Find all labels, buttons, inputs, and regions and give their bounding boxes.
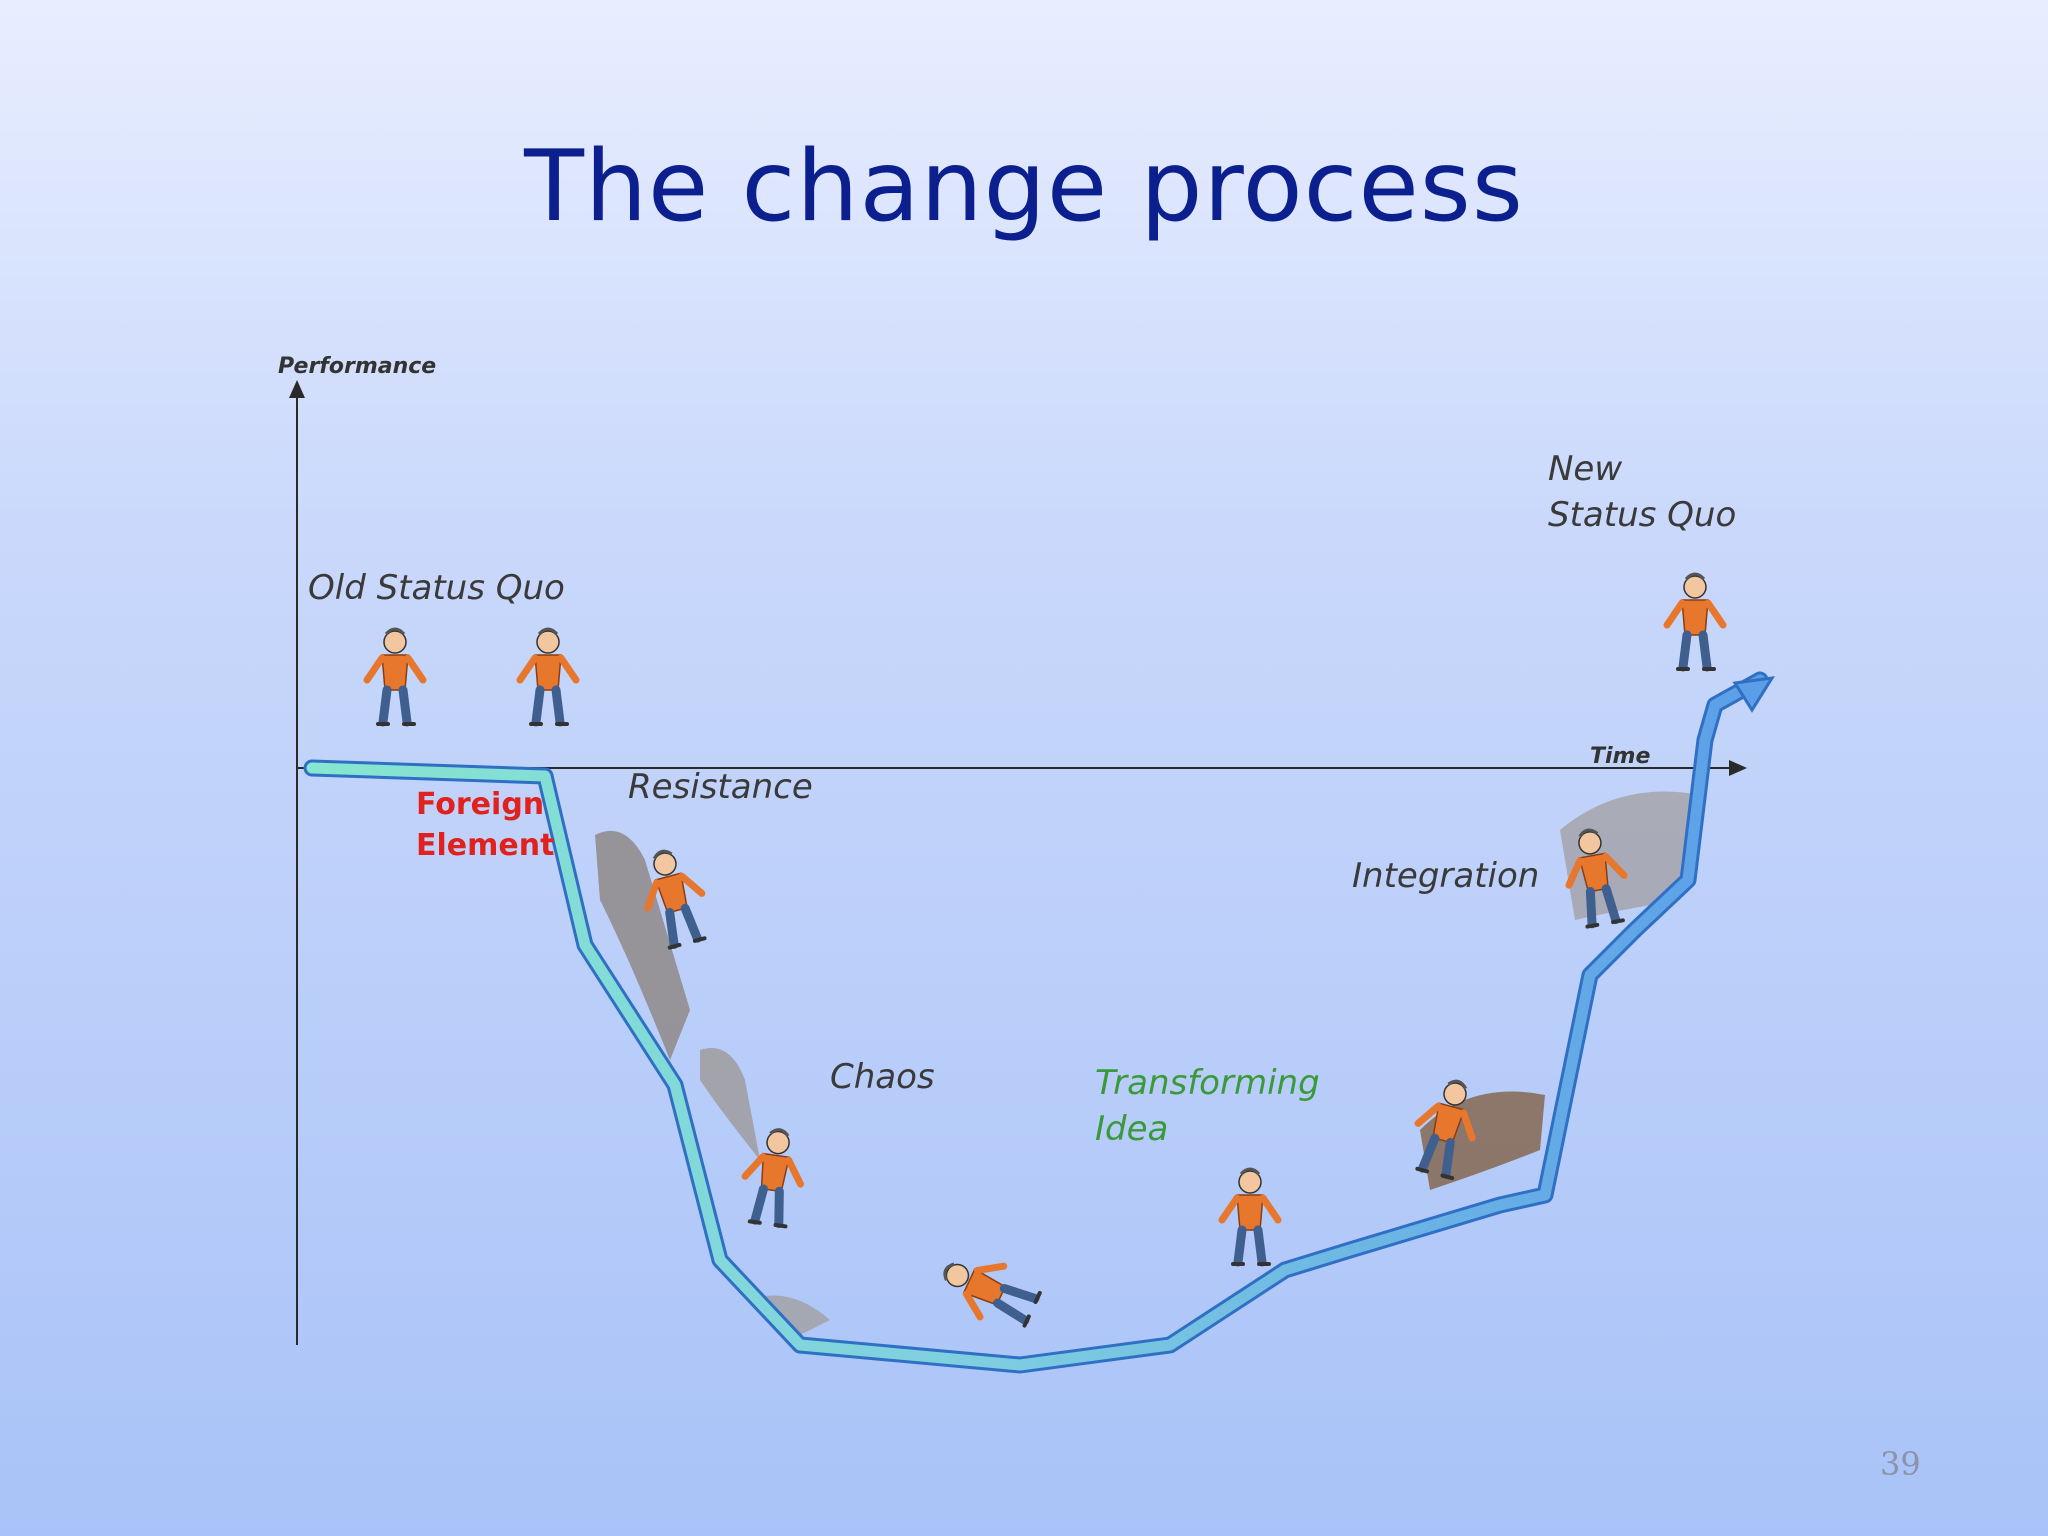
figure-lying — [934, 1245, 1044, 1336]
label-resistance: Resistance — [628, 767, 813, 807]
label-transforming-idea-1: Transforming — [1095, 1063, 1320, 1103]
y-axis-label: Performance — [278, 354, 436, 379]
cliff-rock — [595, 830, 690, 1060]
label-foreign-element-1: Foreign — [416, 787, 544, 822]
slide-title: The change process — [524, 130, 1524, 244]
figure-idea — [1222, 1169, 1278, 1264]
label-integration: Integration — [1352, 856, 1539, 896]
figure-stumbling — [520, 629, 576, 724]
figure-standing — [1667, 574, 1723, 669]
cliff-rock — [700, 1048, 760, 1160]
cliff-rock — [1560, 791, 1700, 920]
label-transforming-idea-2: Idea — [1095, 1109, 1168, 1149]
label-foreign-element-2: Element — [416, 828, 554, 863]
x-axis-label: Time — [1590, 744, 1650, 769]
label-new-status-quo-2: Status Quo — [1548, 495, 1736, 535]
curve-arrowhead — [1732, 676, 1775, 713]
label-old-status-quo: Old Status Quo — [308, 568, 565, 608]
change-curve-outline — [303, 671, 1769, 1374]
label-new-status-quo-1: New — [1548, 449, 1622, 489]
label-chaos: Chaos — [830, 1057, 935, 1097]
change-curve — [306, 674, 1766, 1371]
figure-running — [367, 629, 423, 724]
page-number: 39 — [1880, 1445, 1921, 1483]
